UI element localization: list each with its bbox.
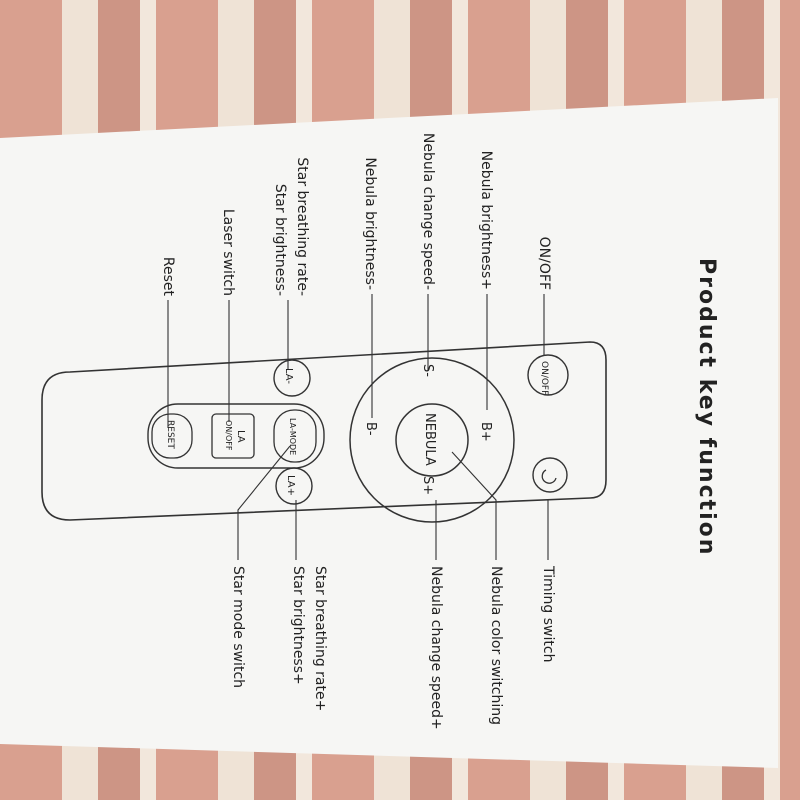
label-star-breathing-rate-minus: Star breathing rate- [294, 157, 310, 296]
label-timing-switch: Timing switch [540, 565, 556, 662]
la-group-outline [147, 403, 325, 469]
la-minus-key-label: LA- [283, 368, 294, 384]
label-star-brightness-plus: Star brightness+ [290, 566, 306, 685]
reset-key[interactable] [151, 413, 193, 459]
label-nebula-color-switching: Nebula color switching [488, 566, 504, 725]
on-off-key[interactable] [527, 354, 569, 396]
s-plus-key[interactable]: S+ [420, 476, 435, 495]
s-minus-key[interactable]: S- [420, 364, 435, 377]
reset-key-label: RESET [165, 420, 175, 449]
label-on-off: ON/OFF [536, 237, 552, 290]
la-on-off-key[interactable] [211, 413, 255, 459]
left-leaders [167, 294, 545, 428]
label-laser-switch: Laser switch [220, 209, 236, 296]
paper-sheet [0, 98, 778, 768]
nebula-key-label: NEBULA [422, 413, 437, 466]
nebula-ring [349, 357, 515, 523]
b-plus-key[interactable]: B+ [478, 422, 493, 442]
la-mode-key[interactable] [273, 409, 317, 463]
timing-key[interactable] [532, 457, 568, 493]
la-mode-key-label: LA-MODE [288, 418, 297, 455]
leader-nebula [451, 451, 497, 560]
la-plus-key-label: LA+ [285, 475, 296, 496]
label-star-breathing-rate-plus: Star breathing rate+ [312, 566, 328, 711]
label-nebula-change-speed-minus: Nebula change speed- [420, 133, 436, 290]
timer-icon [541, 469, 557, 484]
sheet-title: Product key function [694, 258, 719, 556]
la-on-off-key-label-1: LA [235, 430, 246, 443]
label-star-mode-switch: Star mode switch [230, 566, 246, 688]
label-star-brightness-minus: Star brightness- [272, 184, 288, 296]
la-minus-key[interactable] [273, 359, 311, 397]
nebula-key[interactable] [395, 403, 469, 477]
label-nebula-change-speed-plus: Nebula change speed+ [428, 566, 444, 730]
on-off-key-label: ON/OFF [539, 361, 549, 395]
label-nebula-brightness-minus: Nebula brightness- [362, 157, 378, 290]
label-reset: Reset [160, 257, 176, 297]
right-leaders [237, 445, 549, 560]
label-nebula-brightness-plus: Nebula brightness+ [478, 151, 494, 290]
b-minus-key[interactable]: B- [363, 422, 378, 436]
remote-body [41, 341, 607, 521]
la-on-off-key-label-2: ON/OFF [224, 420, 233, 451]
diagram: Product key function ON/OFF NEBU [41, 133, 719, 730]
